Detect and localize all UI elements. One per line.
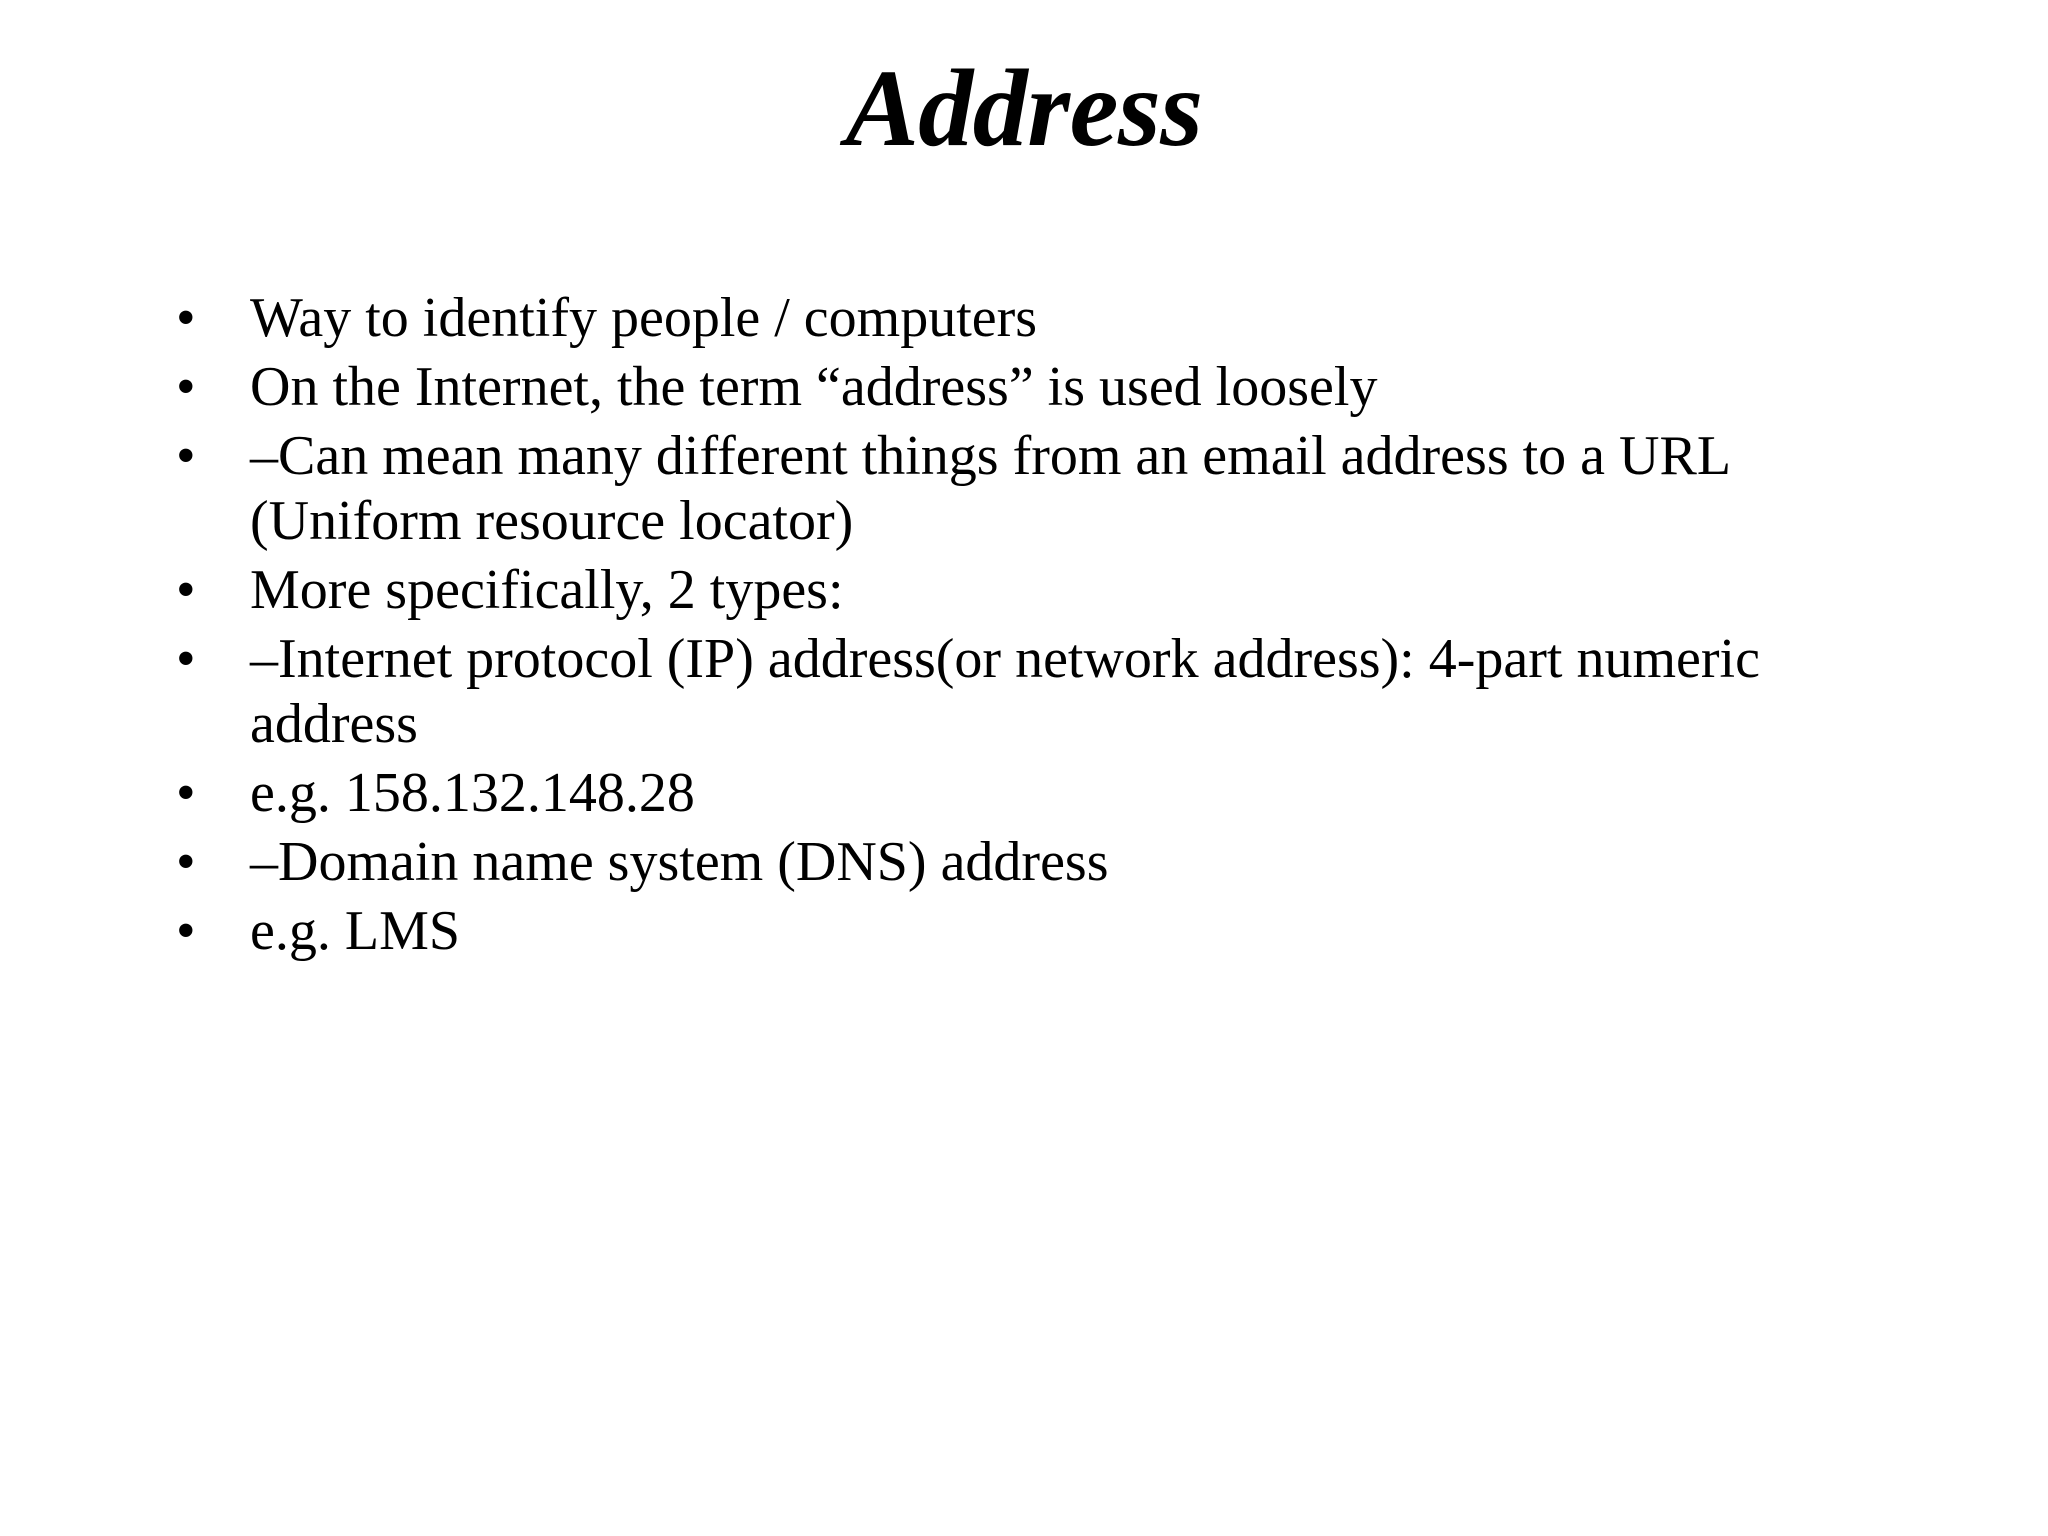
list-item: • e.g. 158.132.148.28 (168, 761, 1888, 826)
list-item: • –Can mean many different things from a… (168, 424, 1888, 554)
bullet-icon: • (176, 558, 196, 621)
list-item: • –Domain name system (DNS) address (168, 830, 1888, 895)
list-item-label: e.g. LMS (250, 899, 460, 962)
list-item: • e.g. LMS (168, 899, 1888, 964)
list-item-label: On the Internet, the term “address” is u… (250, 355, 1378, 418)
bullet-icon: • (176, 627, 196, 690)
list-item-label: –Can mean many different things from an … (250, 424, 1729, 552)
list-item: • More specifically, 2 types: (168, 558, 1888, 623)
list-item-label: –Domain name system (DNS) address (250, 830, 1109, 893)
bullet-icon: • (176, 899, 196, 962)
bullet-icon: • (176, 424, 196, 487)
list-item-label: More specifically, 2 types: (250, 558, 844, 621)
list-item-label: Way to identify people / computers (250, 287, 1038, 349)
bullet-icon: • (176, 761, 196, 824)
list-item: • On the Internet, the term “address” is… (168, 355, 1888, 420)
list-item-label: –Internet protocol (IP) address(or netwo… (250, 627, 1760, 755)
bullet-icon: • (176, 355, 196, 418)
bullet-icon: • (176, 287, 196, 349)
page-title: Address (845, 47, 1203, 169)
list-item: • Way to identify people / computers (168, 286, 1888, 351)
bullet-icon: • (176, 830, 196, 893)
list-item-label: e.g. 158.132.148.28 (250, 761, 695, 824)
bullet-list: • Way to identify people / computers • O… (168, 286, 1888, 968)
list-item: • –Internet protocol (IP) address(or net… (168, 627, 1888, 757)
